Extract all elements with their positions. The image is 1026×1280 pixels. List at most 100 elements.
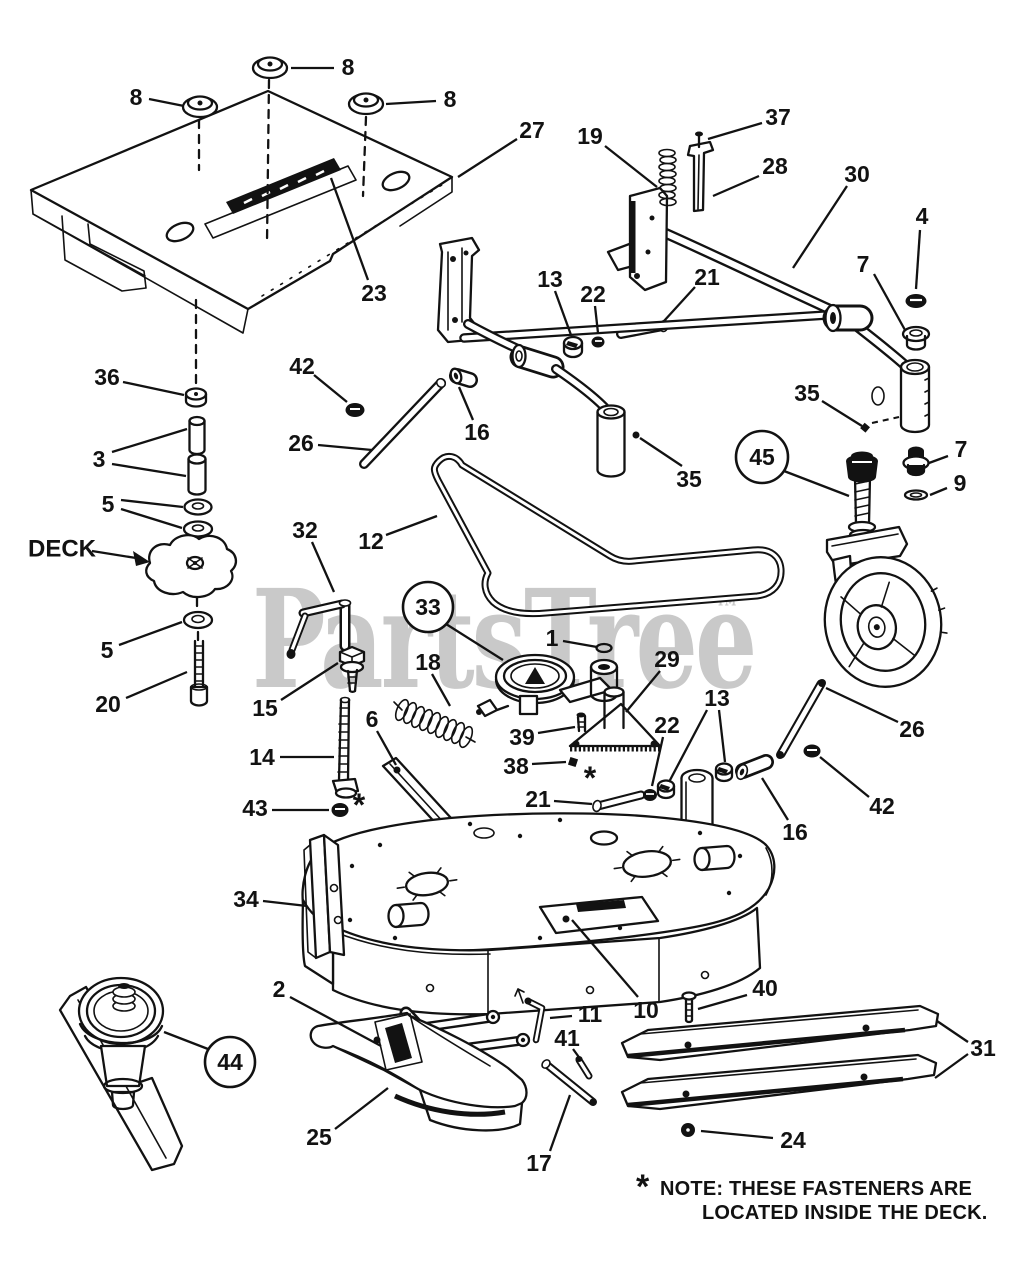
- leader-line-40: [697, 993, 748, 1011]
- callout-circle-33: [401, 580, 455, 634]
- nut-4: [905, 294, 927, 308]
- leader-line-42: [819, 756, 870, 798]
- bushing-13-upper: [562, 335, 584, 359]
- nut-43: [331, 803, 349, 817]
- callout-16: 16: [782, 819, 808, 845]
- callout-32: 32: [292, 517, 318, 543]
- leader-line-29: [625, 670, 661, 713]
- callout-19: 19: [577, 123, 603, 149]
- callout-1: 1: [546, 625, 559, 651]
- callout-DECK: DECK: [28, 536, 97, 563]
- leader-line-16: [761, 777, 789, 821]
- blade-lower-31: [620, 1053, 938, 1111]
- leader-line-8: [148, 97, 185, 108]
- callout-40: 40: [752, 975, 778, 1001]
- leader-line-3: [111, 462, 187, 478]
- callout-*: *: [353, 787, 366, 823]
- leader-line-36: [122, 380, 185, 397]
- leader-line-15: [280, 662, 339, 701]
- callout-18: 18: [415, 649, 441, 675]
- leader-dashed-35: [871, 415, 900, 425]
- set-screw-35-left: [632, 431, 640, 439]
- leader-line-10: [571, 919, 639, 998]
- callout-12: 12: [358, 528, 384, 554]
- leader-line-31: [934, 1053, 969, 1079]
- leader-line-35: [821, 400, 863, 427]
- leader-line-8: [385, 99, 437, 106]
- leader-line-6: [375, 730, 398, 766]
- callout-8: 8: [342, 54, 355, 80]
- callout-26: 26: [899, 716, 925, 742]
- leader-line-12: [385, 514, 438, 537]
- note-line1: NOTE: THESE FASTENERS ARE: [660, 1178, 973, 1200]
- bushing-13-lower-b: [714, 762, 734, 783]
- leader-line-42: [313, 374, 348, 403]
- leader-line-45: [783, 469, 850, 498]
- callout-6: 6: [366, 706, 379, 732]
- callout-45: 45: [749, 444, 775, 470]
- ring-9: [903, 489, 929, 501]
- callout-30: 30: [844, 161, 870, 187]
- rod-17: [541, 1059, 597, 1106]
- pin-41: [575, 1056, 593, 1080]
- callout-4: 4: [916, 203, 929, 229]
- nut-22-upper: [591, 336, 605, 348]
- nut-42-left: [345, 403, 365, 417]
- leader-line-21: [663, 286, 696, 322]
- callout-36: 36: [94, 364, 120, 390]
- leader-line-23: [329, 177, 370, 281]
- knob-8-right: [347, 92, 385, 116]
- bolt-15: [338, 645, 366, 694]
- belt-12: [430, 452, 785, 618]
- callout-41: 41: [554, 1025, 580, 1051]
- leader-line-5: [120, 498, 184, 509]
- callout-35: 35: [676, 466, 702, 492]
- washer-24: [681, 1123, 695, 1137]
- leader-line-5: [118, 620, 183, 647]
- callout-42: 42: [289, 353, 315, 379]
- callout-circle-44: [203, 1035, 257, 1089]
- callout-43: 43: [242, 795, 268, 821]
- leader-line-DECK: [91, 549, 137, 560]
- knob-8-center: [251, 56, 289, 80]
- callout-10: 10: [633, 997, 659, 1023]
- pin-11: [514, 988, 546, 1044]
- leader-line-35: [639, 437, 683, 467]
- leader-line-3: [111, 427, 188, 454]
- leader-line-4: [914, 229, 922, 290]
- bracket-29: [568, 686, 662, 752]
- leader-line-33: [445, 623, 504, 661]
- callout-37: 37: [765, 104, 791, 130]
- callout-42: 42: [869, 793, 895, 819]
- callout-13: 13: [537, 266, 563, 292]
- leader-line-21: [553, 799, 593, 806]
- decal-plate-10: [538, 895, 660, 935]
- leader-line-22: [593, 305, 600, 334]
- fastener-38: [567, 756, 579, 768]
- leader-line-7: [928, 454, 949, 465]
- nut-22-lower: [643, 789, 657, 801]
- callout-8: 8: [130, 84, 143, 110]
- screw-37: [695, 131, 703, 149]
- deck-roller-right: [693, 844, 736, 872]
- callout-29: 29: [654, 646, 680, 672]
- leader-line-39: [537, 725, 576, 735]
- leader-line-11: [549, 1014, 573, 1020]
- callout-33: 33: [415, 594, 441, 620]
- callout-*: *: [584, 760, 597, 796]
- callout-14: 14: [249, 744, 275, 770]
- callout-23: 23: [361, 280, 387, 306]
- bushing-7-upper: [901, 325, 931, 351]
- spindle-assembly-44: [58, 976, 184, 1172]
- leader-line-26: [825, 686, 899, 724]
- leader-line-25: [334, 1087, 389, 1130]
- note-line2: LOCATED INSIDE THE DECK.: [702, 1202, 988, 1224]
- rod-26-left: [359, 377, 447, 469]
- leader-line-13: [667, 709, 709, 783]
- callout-16: 16: [464, 419, 490, 445]
- callout-circle-45: [734, 429, 790, 485]
- chute-25: [309, 1011, 528, 1132]
- frame-tube-right: [871, 358, 931, 434]
